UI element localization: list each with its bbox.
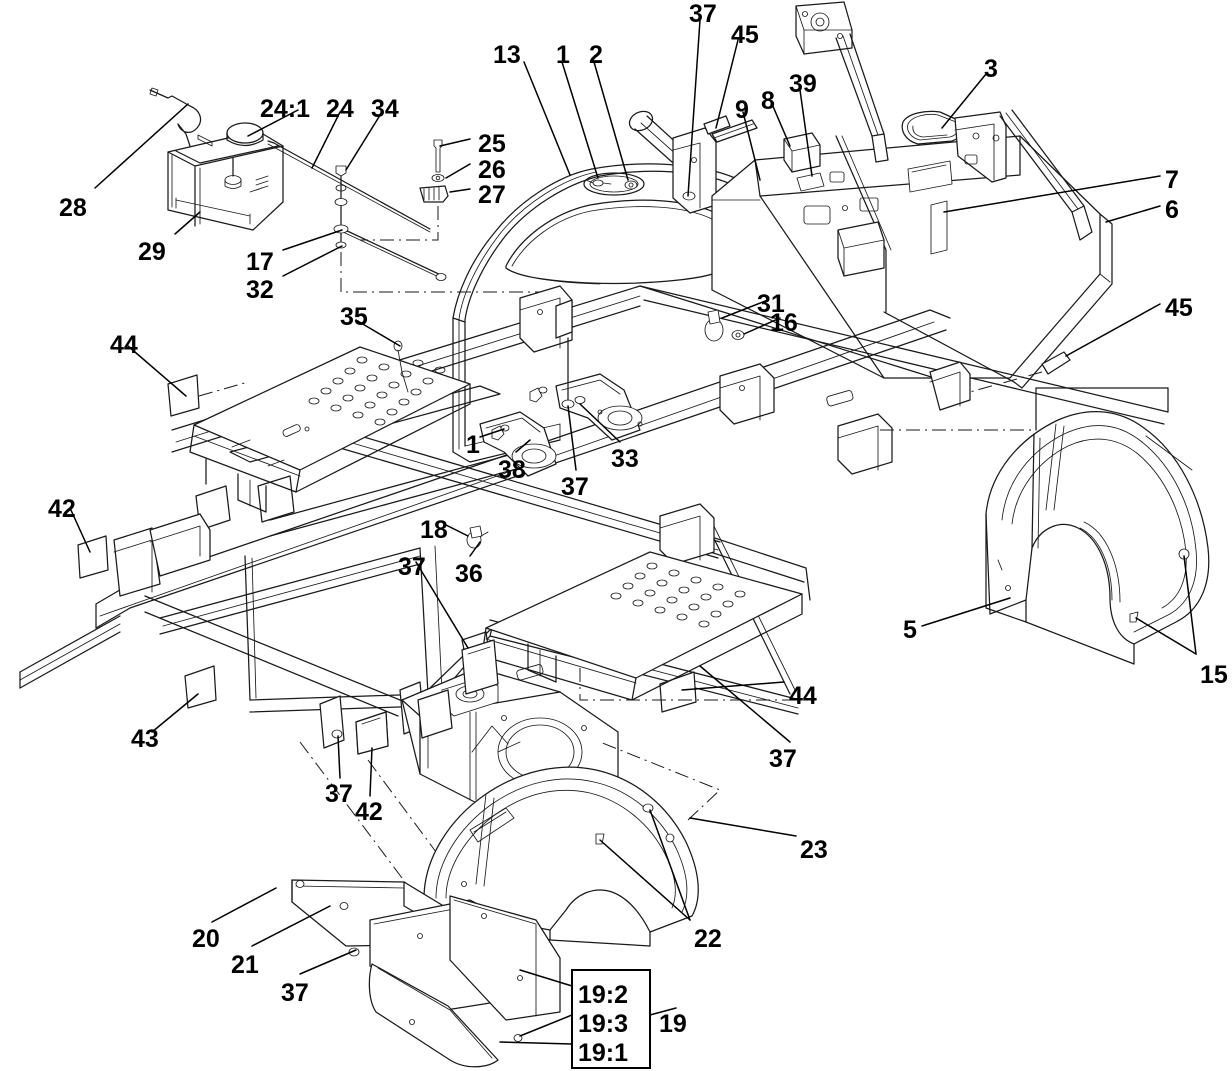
callout-label-36: 36 bbox=[455, 560, 483, 588]
callout-label-1: 1 bbox=[556, 41, 570, 69]
callout-label-31: 31 bbox=[757, 290, 785, 318]
footrest-plate-right bbox=[481, 551, 803, 701]
fastener-stack-25-26-27 bbox=[360, 139, 449, 241]
callout-label-28: 28 bbox=[59, 194, 87, 222]
callout-label-7: 7 bbox=[1165, 166, 1179, 194]
callout-label-25: 25 bbox=[478, 130, 506, 158]
callout-label-38: 38 bbox=[498, 456, 526, 484]
callout-label-35: 35 bbox=[340, 303, 368, 331]
callout-label-5: 5 bbox=[903, 616, 917, 644]
callout-label-26: 26 bbox=[478, 156, 506, 184]
callout-label-24: 24 bbox=[326, 95, 354, 123]
left-rear-fender bbox=[423, 741, 721, 947]
callout-label-44: 44 bbox=[789, 682, 817, 710]
right-fender bbox=[880, 387, 1210, 665]
callout-label-1: 1 bbox=[466, 431, 480, 459]
callout-label-19-1: 19:1 bbox=[578, 1039, 629, 1067]
callout-label-32: 32 bbox=[246, 276, 274, 304]
callout-label-37: 37 bbox=[281, 979, 309, 1007]
callout-label-24-1: 24:1 bbox=[260, 95, 311, 123]
callout-label-27: 27 bbox=[478, 181, 506, 209]
callout-label-37: 37 bbox=[689, 0, 717, 28]
callout-label-42: 42 bbox=[48, 495, 76, 523]
callout-label-43: 43 bbox=[131, 725, 159, 753]
callout-label-9: 9 bbox=[735, 96, 749, 124]
mud-flap-assembly bbox=[291, 879, 677, 1069]
callout-label-13: 13 bbox=[493, 41, 521, 69]
callout-label-23: 23 bbox=[800, 836, 828, 864]
callout-label-21: 21 bbox=[231, 951, 259, 979]
callout-label-18: 18 bbox=[420, 516, 448, 544]
callout-label-45: 45 bbox=[731, 21, 759, 49]
battery-assembly-art bbox=[149, 87, 560, 293]
callout-label-37: 37 bbox=[561, 473, 589, 501]
callout-label-19-3: 19:3 bbox=[578, 1010, 629, 1038]
callout-label-37: 37 bbox=[769, 745, 797, 773]
callout-label-20: 20 bbox=[192, 925, 220, 953]
callout-label-34: 34 bbox=[371, 95, 399, 123]
callout-label-22: 22 bbox=[694, 925, 722, 953]
callout-label-39: 39 bbox=[789, 70, 817, 98]
callout-label-6: 6 bbox=[1165, 196, 1179, 224]
callout-label-45: 45 bbox=[1165, 294, 1193, 322]
callout-label-19-2: 19:2 bbox=[578, 981, 629, 1009]
callout-label-3: 3 bbox=[984, 55, 998, 83]
callout-label-29: 29 bbox=[138, 238, 166, 266]
leader-lines bbox=[69, 19, 1197, 1045]
callout-label-17: 17 bbox=[246, 248, 274, 276]
footrest-plate-left bbox=[189, 340, 471, 513]
seat-deck-platform bbox=[703, 1, 1113, 393]
callout-label-33: 33 bbox=[611, 445, 639, 473]
callout-label-44: 44 bbox=[110, 331, 138, 359]
callout-label-19: 19 bbox=[659, 1010, 687, 1038]
callout-label-16: 16 bbox=[770, 309, 798, 337]
callout-label-42: 42 bbox=[355, 798, 383, 826]
callout-label-2: 2 bbox=[589, 41, 603, 69]
callout-label-15: 15 bbox=[1200, 661, 1228, 689]
callout-label-8: 8 bbox=[761, 87, 775, 115]
callout-label-37: 37 bbox=[398, 553, 426, 581]
callout-label-37: 37 bbox=[325, 780, 353, 808]
